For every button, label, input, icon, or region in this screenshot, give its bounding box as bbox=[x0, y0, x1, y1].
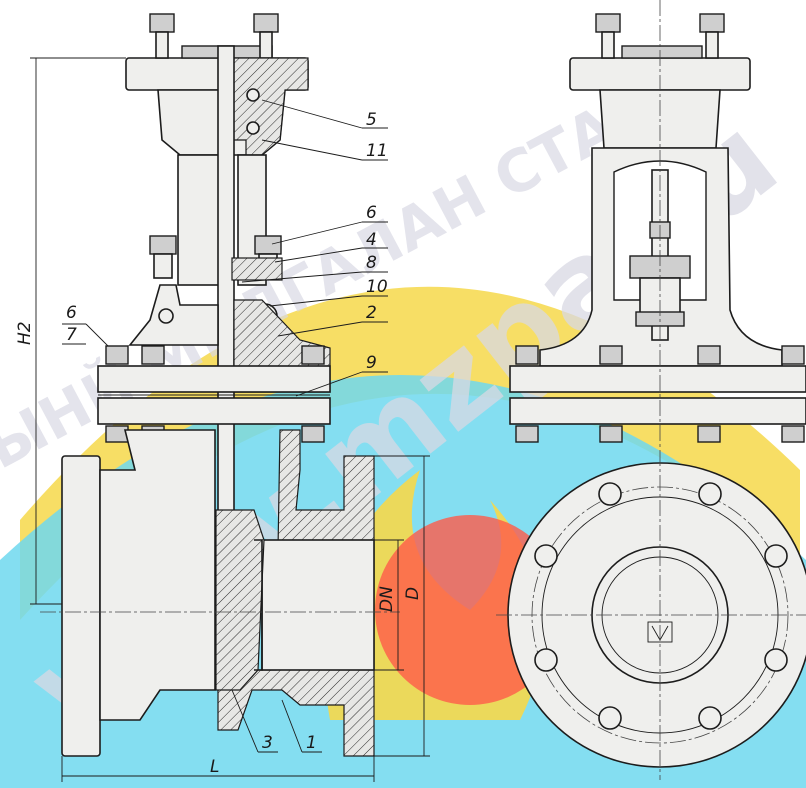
front-view bbox=[496, 0, 806, 780]
seat-ring bbox=[254, 539, 263, 671]
front-top-cover bbox=[621, 45, 703, 59]
packing-section bbox=[229, 57, 309, 156]
callout-11: 11 bbox=[261, 139, 388, 161]
callout-1: 1 bbox=[281, 699, 322, 753]
svg-text:7: 7 bbox=[66, 325, 77, 345]
svg-text:11: 11 bbox=[366, 141, 388, 161]
dim-dn: DN bbox=[377, 586, 397, 612]
front-flange-lower bbox=[509, 397, 806, 425]
svg-text:3: 3 bbox=[262, 733, 273, 753]
callout-10: 10 bbox=[269, 277, 388, 307]
callout-9: 9 bbox=[295, 353, 388, 397]
top-bolt-left bbox=[149, 13, 175, 59]
svg-text:8: 8 bbox=[366, 253, 377, 273]
front-top-bolt-right bbox=[699, 13, 725, 59]
front-flange-upper bbox=[509, 365, 806, 393]
svg-text:6: 6 bbox=[66, 303, 77, 323]
packing-ring-bottom bbox=[246, 121, 260, 135]
packing-ring-top bbox=[246, 88, 260, 102]
callout-3: 3 bbox=[231, 689, 278, 753]
flange-bolt-3 bbox=[301, 345, 325, 443]
front-top-bolt-left bbox=[595, 13, 621, 59]
callout-2: 2 bbox=[277, 303, 388, 337]
front-flange-bolts bbox=[515, 345, 805, 443]
gland-bolt-left bbox=[149, 235, 177, 279]
inlet-flange bbox=[61, 455, 101, 757]
end-flange-bolt-holes bbox=[534, 482, 788, 730]
callouts: 5 11 6 4 8 10 2 9 bbox=[62, 99, 388, 753]
gate-wedge bbox=[215, 509, 265, 691]
callout-5: 5 bbox=[261, 99, 388, 130]
svg-text:4: 4 bbox=[366, 230, 377, 250]
yoke-left bbox=[177, 154, 221, 286]
callout-4: 4 bbox=[274, 230, 388, 263]
callout-8: 8 bbox=[241, 253, 388, 283]
callout-6: 6 bbox=[271, 203, 388, 245]
flange-bolt-1 bbox=[105, 345, 129, 443]
bonnet-hole bbox=[158, 308, 174, 324]
top-bolt-right bbox=[253, 13, 279, 59]
gland-bar bbox=[231, 257, 283, 281]
side-section-view bbox=[40, 13, 400, 757]
svg-text:10: 10 bbox=[366, 277, 388, 297]
svg-text:1: 1 bbox=[306, 733, 317, 753]
bonnet-body bbox=[128, 284, 219, 346]
dimensions: H2 L DN D bbox=[15, 57, 430, 782]
svg-text:5: 5 bbox=[366, 110, 377, 130]
svg-text:9: 9 bbox=[366, 353, 377, 373]
body-flange-lower bbox=[97, 397, 331, 425]
callout-6-7-side: 6 7 bbox=[62, 303, 109, 347]
valve-body bbox=[99, 429, 216, 721]
body-flange-upper bbox=[97, 365, 331, 393]
svg-text:2: 2 bbox=[366, 303, 377, 323]
dim-h2: H2 bbox=[15, 321, 35, 345]
outlet-bore bbox=[261, 539, 375, 671]
svg-text:6: 6 bbox=[366, 203, 377, 223]
dim-l: L bbox=[210, 757, 219, 777]
dim-d: D bbox=[403, 587, 423, 600]
